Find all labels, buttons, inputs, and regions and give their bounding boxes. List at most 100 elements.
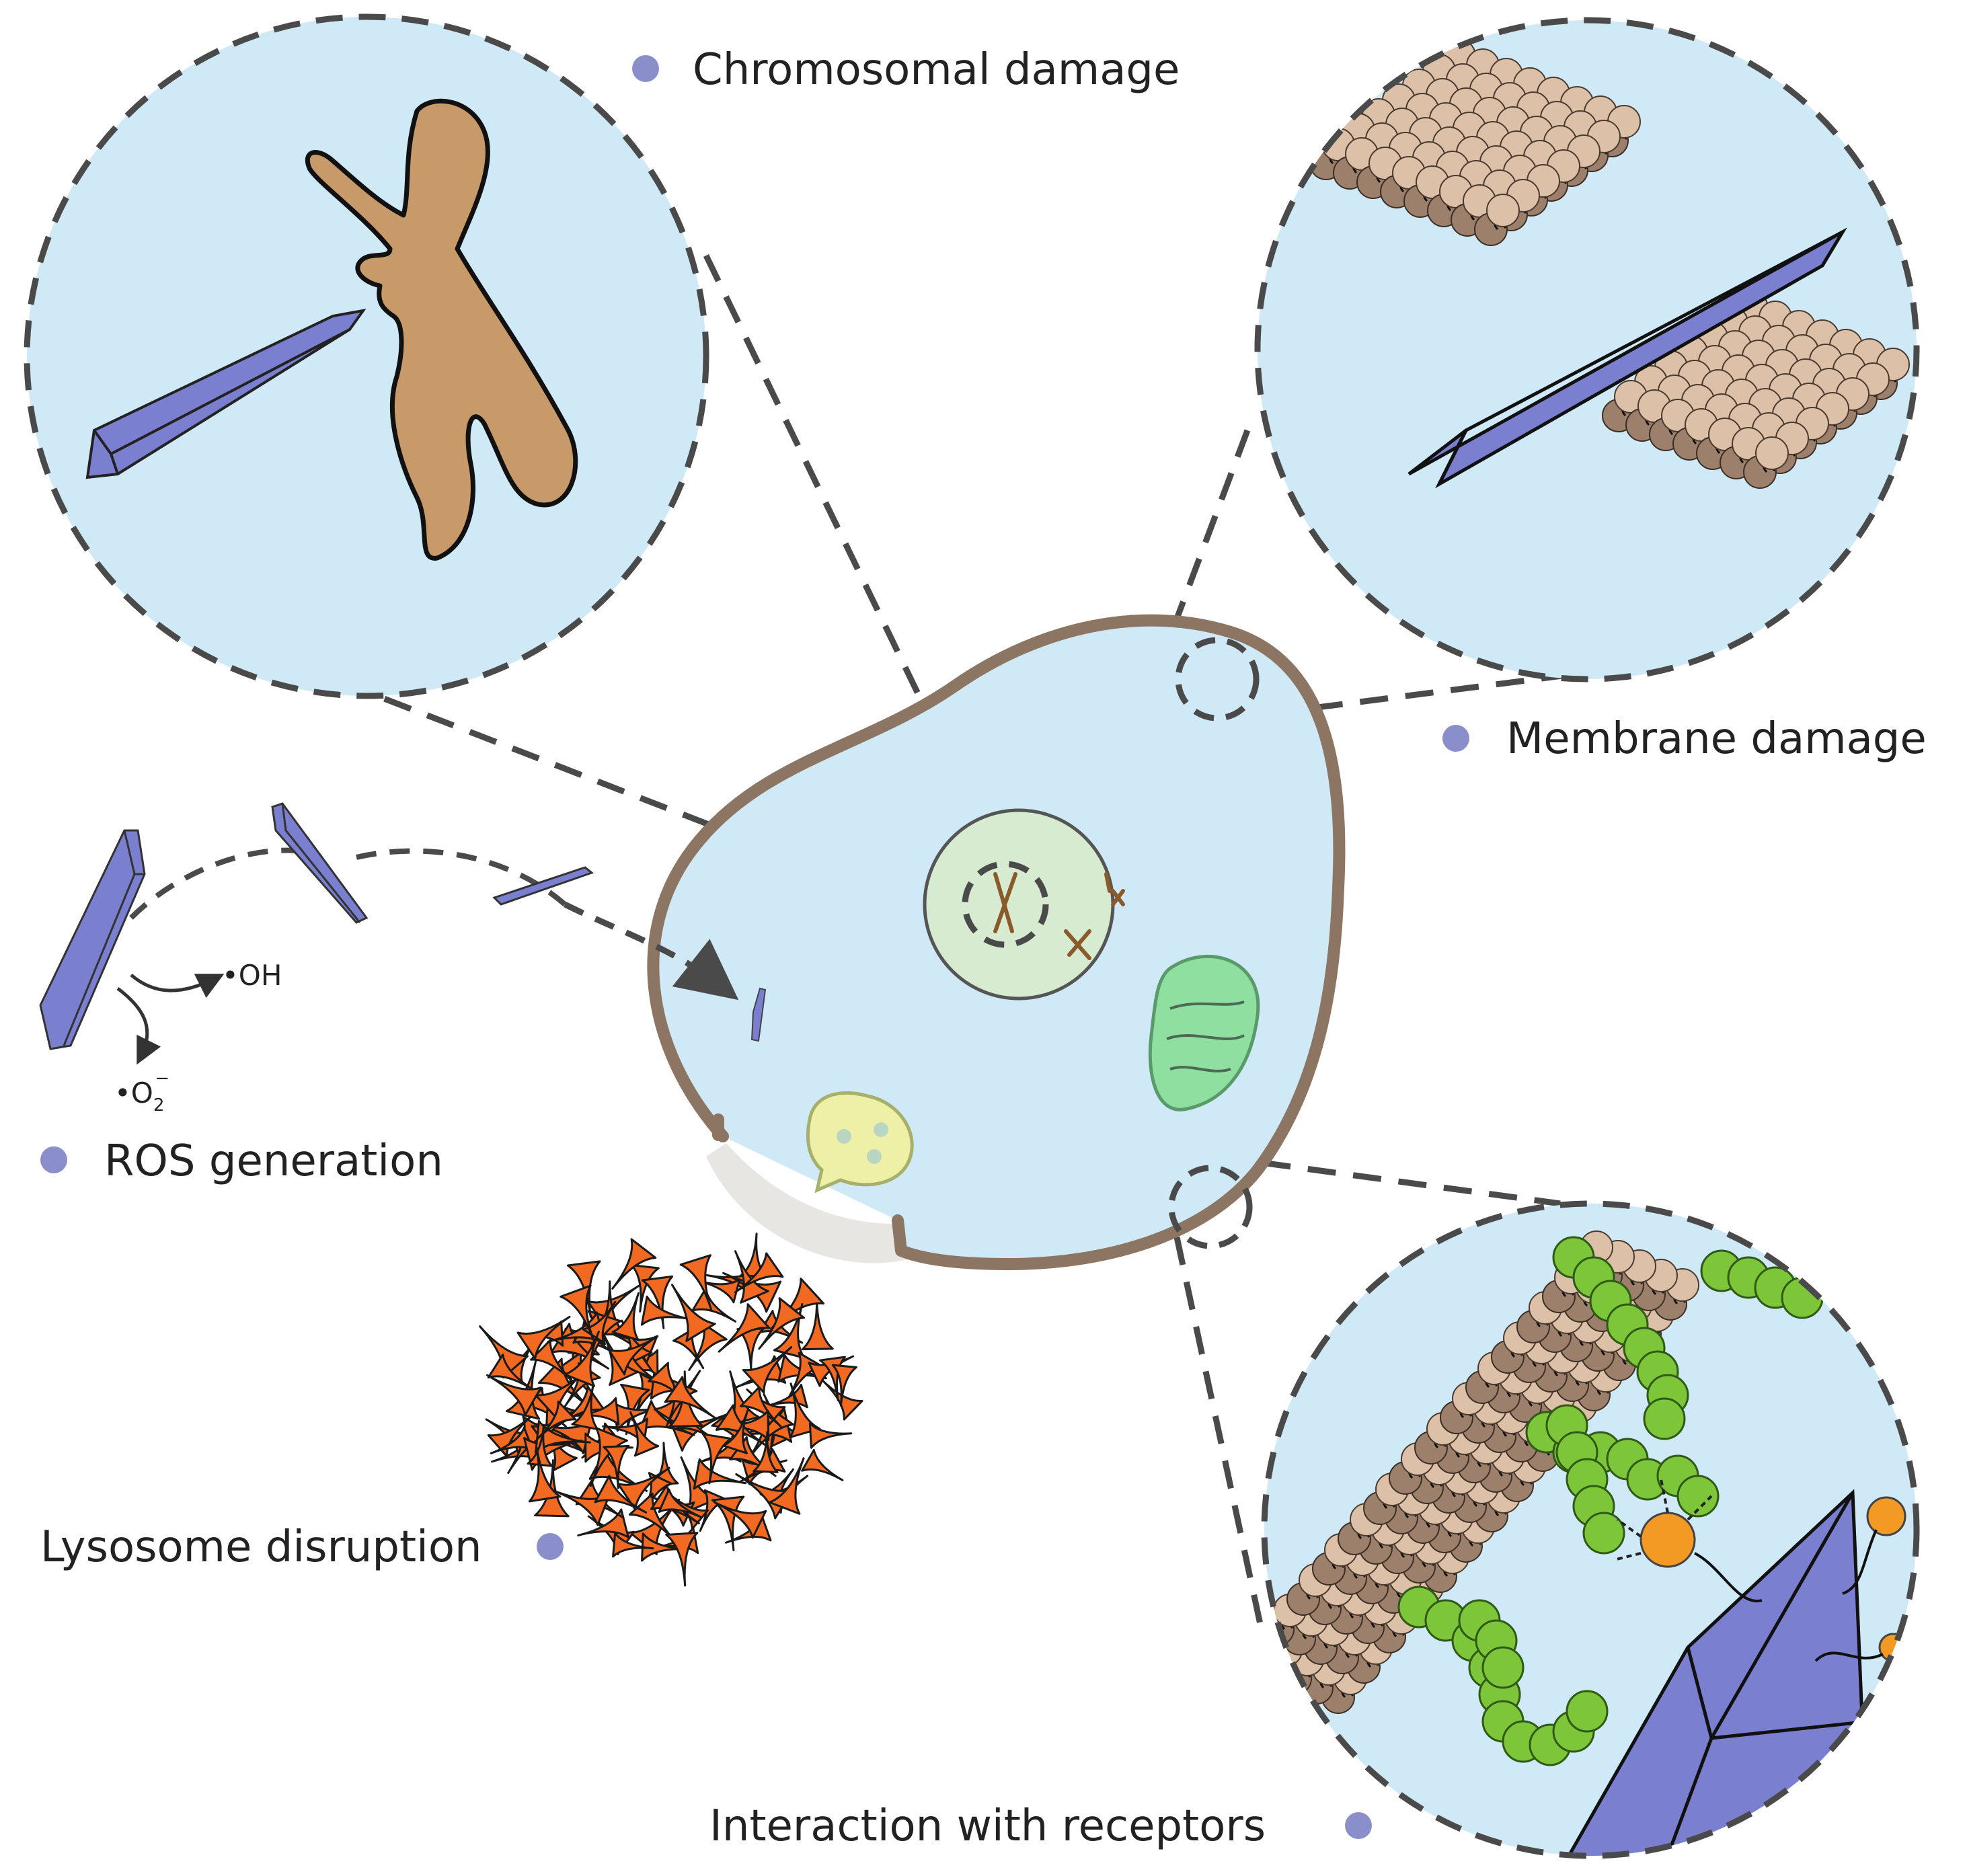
ros-generation-illustration: •OH •O2− xyxy=(39,802,739,1116)
svg-text:ROS generation: ROS generation xyxy=(104,1136,443,1186)
extracellular-shadow xyxy=(706,1143,915,1263)
lysosome-spike-icon xyxy=(487,1354,535,1391)
lysosome-spike-icon xyxy=(734,1250,769,1304)
internalized-crystal xyxy=(750,987,767,1042)
lysosome-spike-icon xyxy=(722,1409,749,1454)
membrane-zoom-circle xyxy=(1175,637,1260,721)
lysosome-spike-icon xyxy=(534,1419,591,1454)
nucleus xyxy=(923,808,1115,1001)
receptor-zoom-circle xyxy=(1168,1165,1253,1249)
lysosome xyxy=(479,1233,863,1587)
lysosome-spike-icon xyxy=(617,1467,670,1511)
lipid-head-icon xyxy=(1755,436,1789,470)
bullet-icon xyxy=(40,1146,67,1173)
lysosome-spike-icon xyxy=(528,1447,562,1503)
lysosome-spike-icon xyxy=(536,1400,577,1440)
receptor-zoom-panel xyxy=(1261,1200,1920,1859)
lysosome-spike-icon xyxy=(665,1532,699,1587)
lysosome-spike-icon xyxy=(611,1292,640,1341)
lipid-head-icon xyxy=(1264,1624,1281,1657)
lysosome-spike-icon xyxy=(753,1430,779,1473)
receptor-bead-icon xyxy=(1643,1397,1686,1440)
lysosome-spike-icon xyxy=(765,1383,808,1409)
lipid-tail-icon xyxy=(1264,1645,1268,1661)
lysosome-spike-icon xyxy=(516,1315,571,1360)
receptor-bead-icon xyxy=(1676,1475,1720,1518)
lysosome-spike-icon xyxy=(607,1335,659,1376)
lysosome-spike-icon xyxy=(594,1475,648,1514)
superoxide-arrow xyxy=(116,987,161,1065)
membrane-zoom-panel xyxy=(1254,17,1920,682)
lysosome-spike-icon xyxy=(592,1280,627,1336)
receptor-chains xyxy=(1397,1236,1824,1766)
lysosome-spike-icon xyxy=(742,1346,793,1394)
label-membrane-damage: Membrane damage xyxy=(1442,714,1927,764)
lysosome-spike-icon xyxy=(718,1303,771,1353)
lysosome-spike-icon xyxy=(671,1284,716,1342)
lysosome-spike-icon xyxy=(603,1444,630,1489)
chromosome-crystal xyxy=(85,309,367,479)
lipid-head-icon xyxy=(1486,194,1520,227)
lysosome-spike-icon xyxy=(679,1254,713,1311)
label-interaction-receptors: Interaction with receptors xyxy=(709,1801,1372,1851)
mitochondrion xyxy=(1148,954,1260,1111)
lysosome-spike-icon xyxy=(831,1364,857,1407)
large-crystal xyxy=(39,829,146,1050)
svg-text:Membrane damage: Membrane damage xyxy=(1506,714,1927,764)
lysosome-spike-icon xyxy=(773,1302,806,1360)
hydroxyl-arrow xyxy=(130,974,225,999)
lysosome-spike-icon xyxy=(758,1297,806,1350)
lysosome-spike-icon xyxy=(628,1492,677,1543)
lysosome-spike-icon xyxy=(768,1457,805,1515)
lysosome-spike-icon xyxy=(801,1448,844,1481)
lysosome-spike-icon xyxy=(789,1382,821,1438)
lysosome-spike-icon xyxy=(630,1263,660,1313)
label-ros-generation: ROS generation xyxy=(40,1136,443,1186)
medium-crystal xyxy=(271,802,369,924)
label-chromosomal-damage: Chromosomal damage xyxy=(632,45,1180,95)
superoxide-label: •O2− xyxy=(114,1068,169,1116)
lysosome-spike-icon xyxy=(612,1532,654,1558)
lysosome-spike-icon xyxy=(734,1252,784,1294)
lysosome-spike-icon xyxy=(564,1330,600,1387)
lysosome-spike-icon xyxy=(577,1508,629,1538)
lipid-tail-icon xyxy=(1276,1655,1290,1670)
receptor-bead-icon xyxy=(1582,1512,1625,1555)
lysosome-spike-icon xyxy=(589,1427,629,1487)
bullet-icon xyxy=(537,1533,564,1560)
receptor-bead-icon xyxy=(1481,1646,1525,1689)
lysosome-spike-icon xyxy=(713,1501,767,1539)
lysosome-spike-icon xyxy=(486,1374,542,1417)
lysosome-spike-icon xyxy=(691,1288,737,1323)
membrane-crystal xyxy=(1407,227,1847,489)
small-chromosome-icon xyxy=(993,872,1125,960)
lipid-bilayer-upper xyxy=(1309,39,1641,246)
hydroxyl-label: •OH xyxy=(222,959,282,992)
svg-text:Lysosome disruption: Lysosome disruption xyxy=(40,1522,482,1572)
lysosome-spike-icon xyxy=(629,1411,660,1457)
lysosome-spike-icon xyxy=(552,1489,611,1526)
lysosome-spike-icon xyxy=(479,1325,529,1379)
lysosome-spike-icon xyxy=(571,1383,599,1431)
small-crystal xyxy=(492,866,594,906)
svg-text:Interaction with receptors: Interaction with receptors xyxy=(709,1801,1266,1851)
crystal-uptake-arrow xyxy=(563,901,739,1001)
lysosome-spike-icon xyxy=(658,1488,703,1518)
lysosome-spike-icon xyxy=(664,1376,717,1419)
lipid-bilayer-lower xyxy=(1602,291,1910,489)
lysosome-spike-icon xyxy=(611,1238,657,1290)
label-lysosome-disruption: Lysosome disruption xyxy=(40,1522,564,1572)
lysosome-spike-icon xyxy=(701,1433,732,1485)
cell xyxy=(647,614,1346,1270)
chromosome xyxy=(305,98,578,561)
lysosome-spike-icon xyxy=(808,1422,853,1449)
lysosome-spike-icon xyxy=(530,1339,574,1383)
vesicle xyxy=(806,1091,914,1194)
lipid-head-icon xyxy=(1264,1652,1290,1686)
lysosome-spike-icon xyxy=(672,1327,705,1370)
bullet-icon xyxy=(1442,725,1469,752)
bullet-icon xyxy=(1345,1812,1372,1839)
lysosome-spike-icon xyxy=(560,1284,595,1342)
lipid-head-icon xyxy=(1264,1643,1269,1676)
